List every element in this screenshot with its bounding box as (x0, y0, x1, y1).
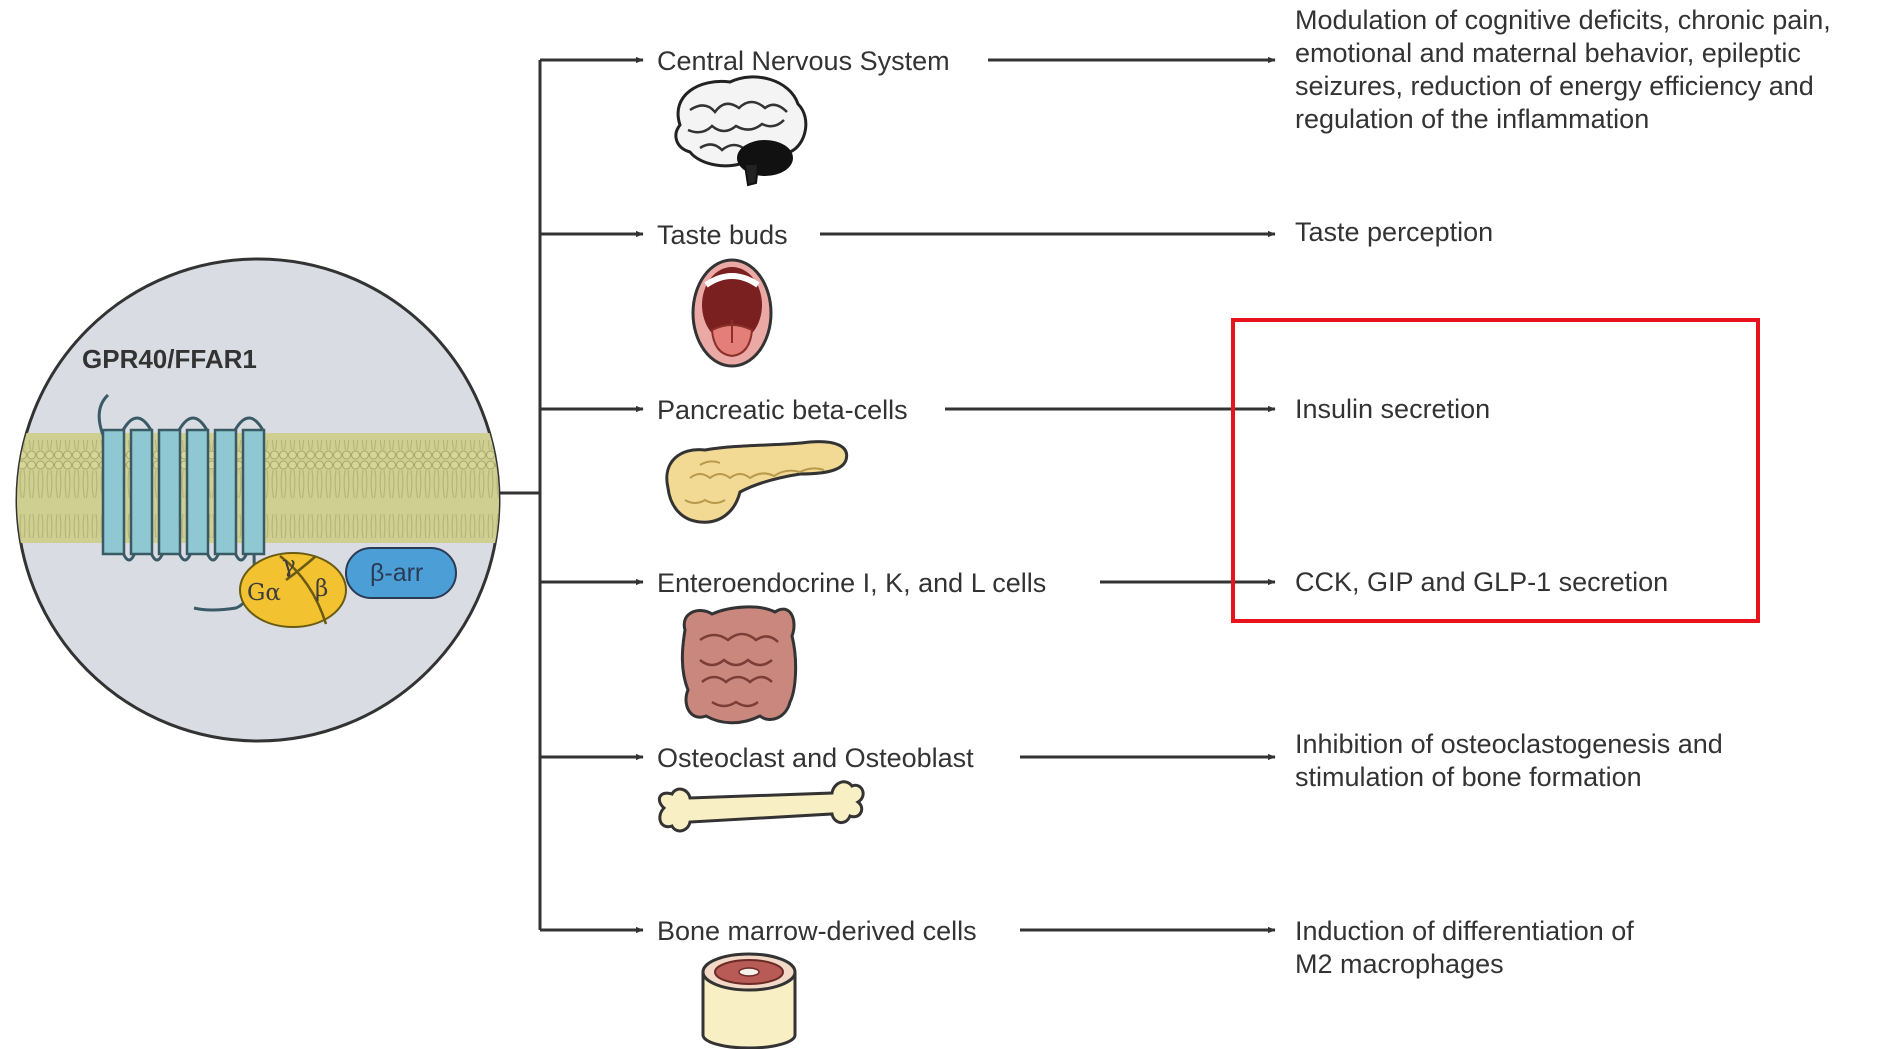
beta-arrestin: β-arr (346, 548, 456, 598)
outcome-text: CCK, GIP and GLP-1 secretion (1295, 567, 1668, 597)
target-row: Bone marrow-derived cells Induction of d… (540, 916, 1641, 1048)
target-row: Taste buds Taste perception (540, 217, 1493, 366)
target-label: Pancreatic beta-cells (657, 395, 908, 425)
outcome-text: Insulin secretion (1295, 394, 1490, 424)
target-row: Enteroendocrine I, K, and L cells CCK, G… (540, 567, 1668, 723)
outcome-text: Taste perception (1295, 217, 1493, 247)
g-alpha-label: Gα (247, 580, 281, 606)
target-row: Pancreatic beta-cells Insulin secretion (540, 394, 1490, 522)
outcome-text: Inhibition of osteoclastogenesis and sti… (1295, 729, 1730, 792)
g-beta-label: β (315, 576, 328, 602)
outcome-text: Modulation of cognitive deficits, chroni… (1295, 5, 1838, 134)
mouth-icon (693, 260, 771, 366)
intestine-icon (682, 607, 795, 723)
receptor-title: GPR40/FFAR1 (82, 344, 257, 374)
brain-icon (676, 77, 806, 185)
target-row: Central Nervous System Modulation of cog… (540, 5, 1838, 185)
g-gamma-label: γ (282, 552, 296, 578)
outcome-text: Induction of differentiation of M2 macro… (1295, 916, 1641, 979)
target-label: Central Nervous System (657, 46, 950, 76)
bone-marrow-icon (703, 954, 795, 1048)
target-row: Osteoclast and Osteoblast Inhibition of … (540, 729, 1730, 831)
bone-icon (659, 782, 863, 831)
target-label: Bone marrow-derived cells (657, 916, 977, 946)
branch-connector (499, 60, 540, 930)
target-label: Enteroendocrine I, K, and L cells (657, 568, 1046, 598)
g-protein: Gα γ β (240, 552, 346, 627)
pancreas-icon (667, 442, 847, 523)
target-label: Osteoclast and Osteoblast (657, 743, 974, 773)
beta-arrestin-label: β-arr (370, 559, 423, 587)
receptor-cell: Gα γ β β-arr GPR40/FFAR1 (10, 259, 510, 741)
target-label: Taste buds (657, 220, 788, 250)
